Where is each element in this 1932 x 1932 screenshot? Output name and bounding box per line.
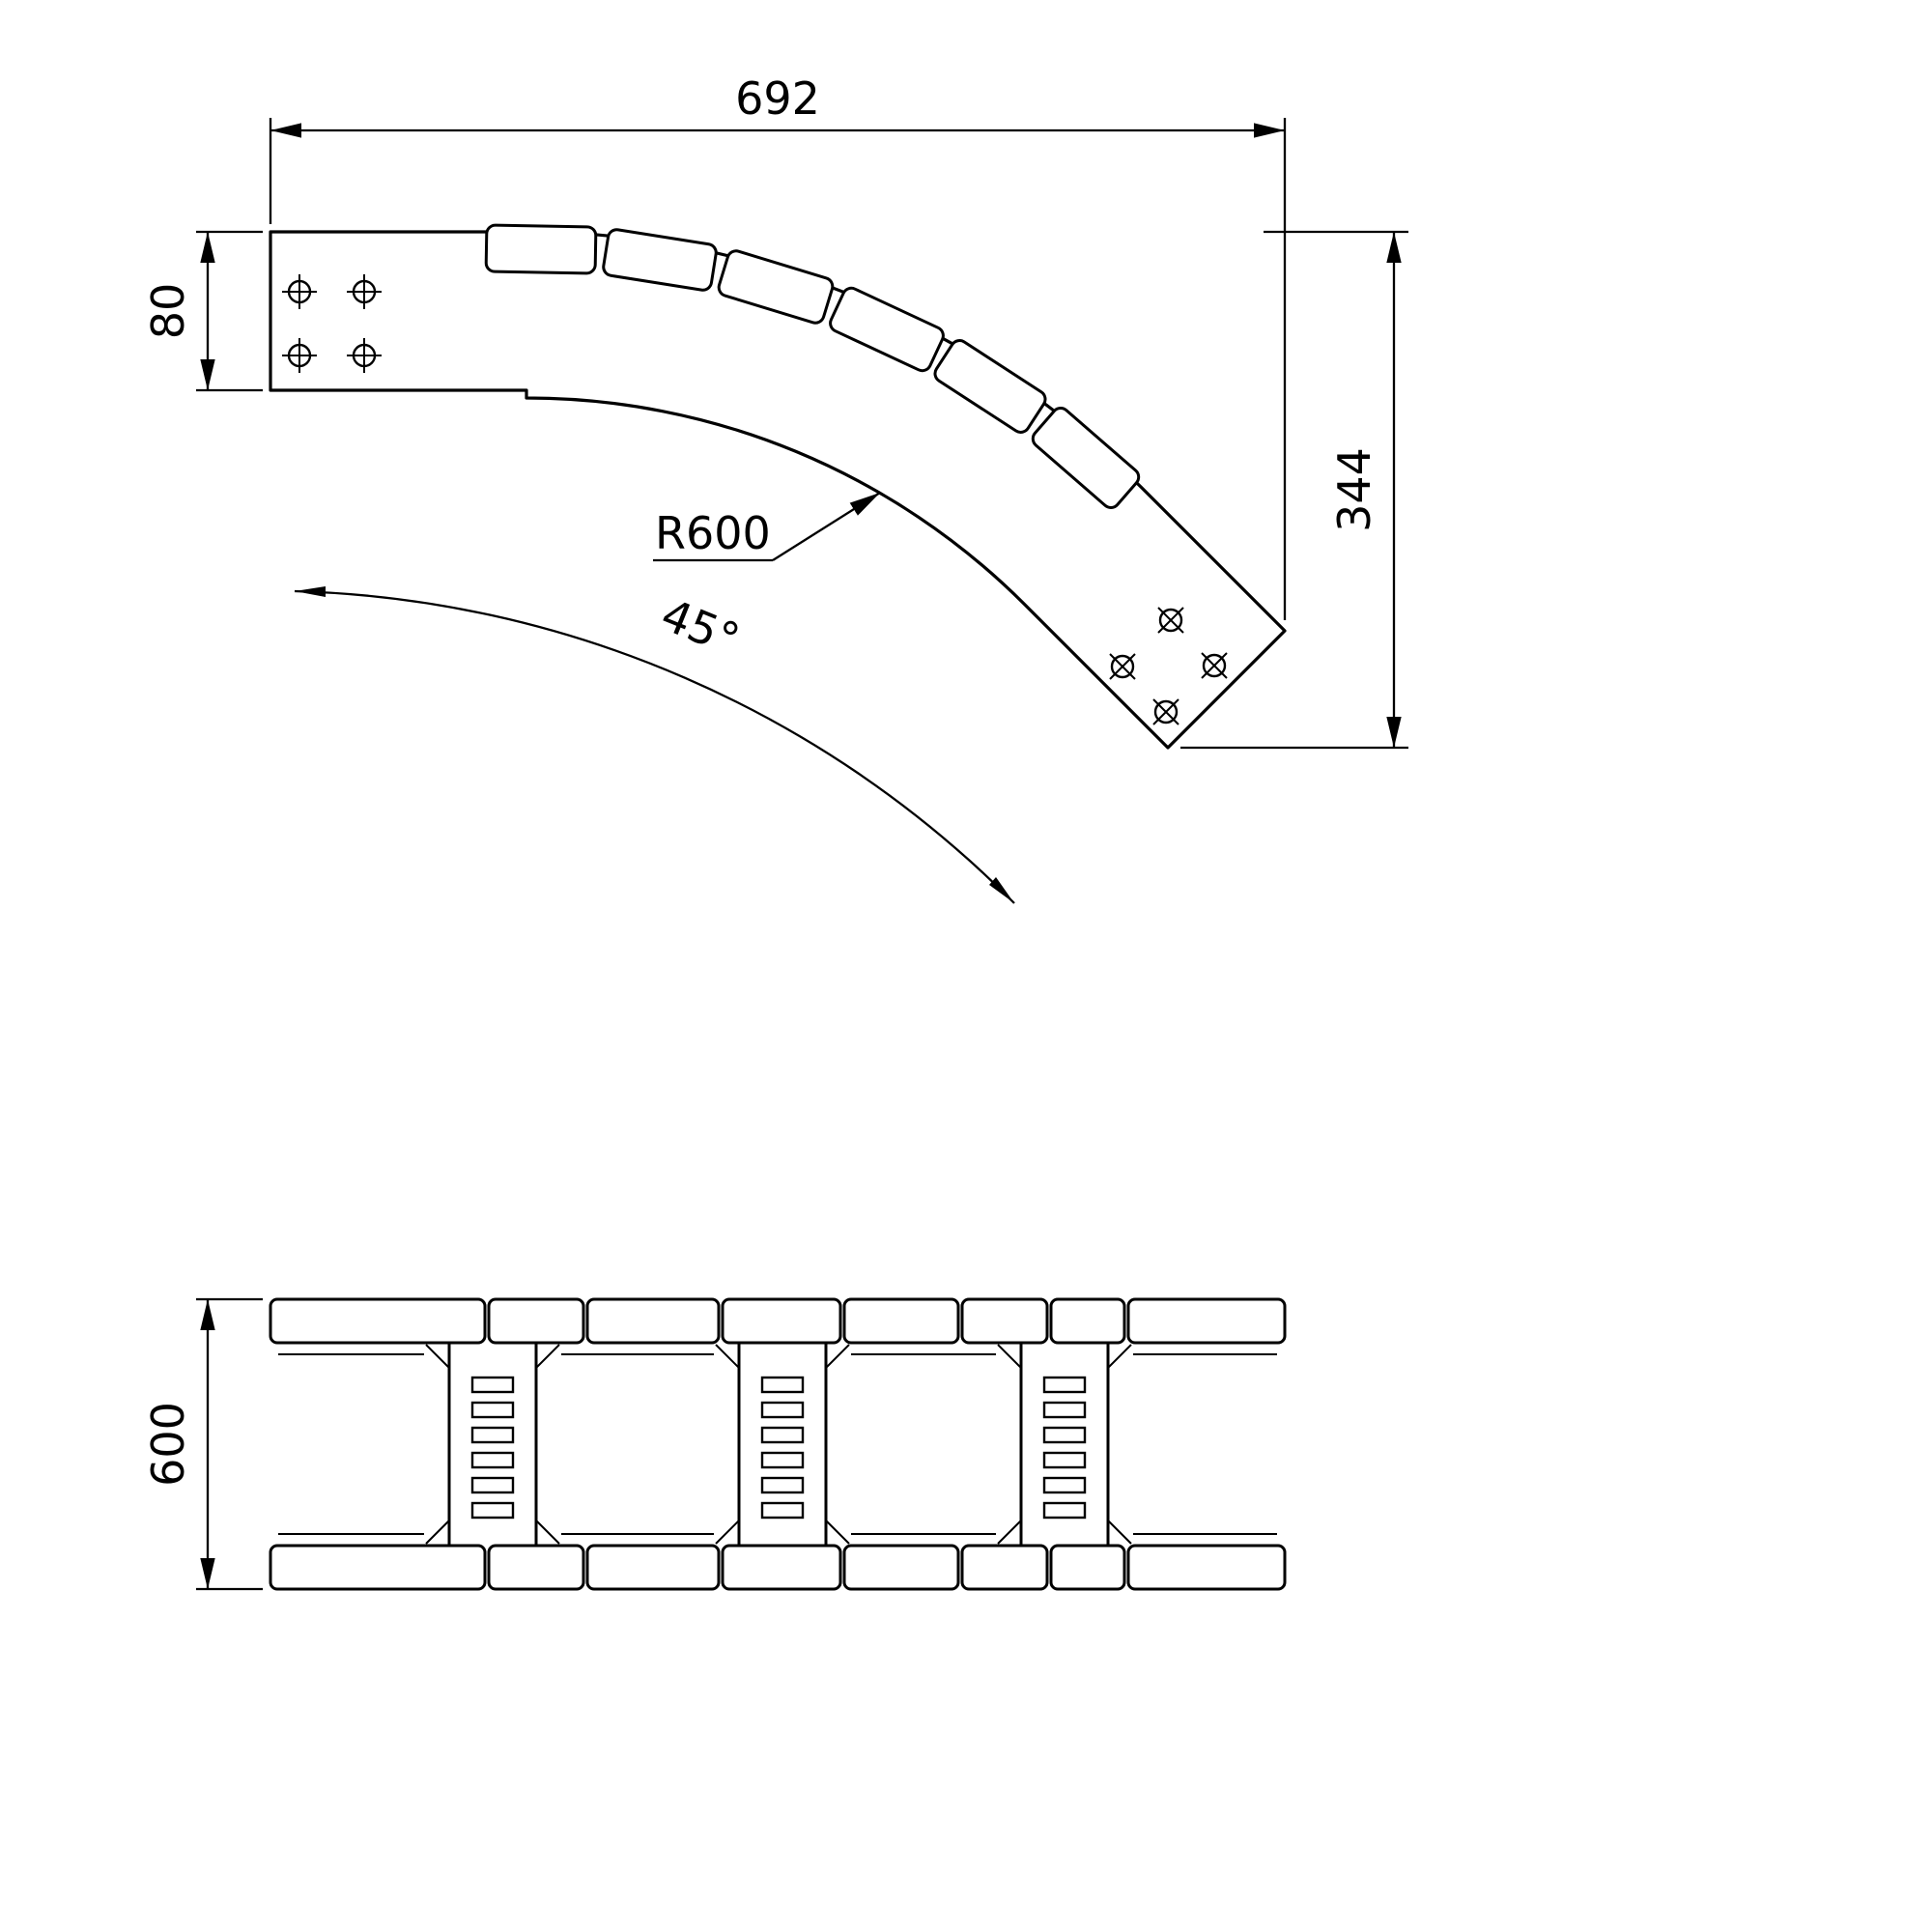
- rung-slot: [470, 1401, 515, 1419]
- rung-slot: [760, 1476, 805, 1494]
- rail-segment: [842, 1297, 960, 1345]
- flange-segment: [933, 339, 1047, 434]
- rung-flare: [535, 1520, 560, 1545]
- dim-label-692: 692: [735, 72, 820, 125]
- flange-segment: [602, 228, 718, 292]
- rung-flare: [1107, 1344, 1132, 1369]
- flange-segment: [484, 223, 598, 275]
- top-view: 692 80 344 R600 45°: [142, 72, 1408, 904]
- dim-label-80: 80: [142, 283, 194, 340]
- rung-slot: [470, 1451, 515, 1469]
- radius-label: R600: [655, 507, 771, 559]
- bolt-hole: [347, 274, 382, 309]
- bottom-rail: [269, 1544, 1287, 1591]
- rung-slot: [760, 1401, 805, 1419]
- angle-dimension-arc: [294, 589, 1015, 904]
- rung-slot: [470, 1426, 515, 1444]
- rail-segment: [960, 1544, 1049, 1591]
- rail-segment: [960, 1297, 1049, 1345]
- rail-segment: [1049, 1544, 1126, 1591]
- bolt-hole: [282, 274, 317, 309]
- rung-flare: [825, 1344, 850, 1369]
- arrowhead: [295, 586, 326, 597]
- dim-label-344: 344: [1328, 447, 1380, 532]
- rung-slot: [760, 1426, 805, 1444]
- rung-slot: [1042, 1426, 1087, 1444]
- bolt-hole: [1152, 698, 1179, 725]
- rail-segment: [842, 1544, 960, 1591]
- rail-segment: [269, 1297, 487, 1345]
- bolt-hole: [347, 338, 382, 373]
- rail-segment: [721, 1544, 842, 1591]
- flange-segment: [717, 249, 835, 325]
- flange-segment: [1031, 407, 1141, 509]
- rung-slot: [760, 1376, 805, 1394]
- dim-label-600: 600: [142, 1402, 194, 1487]
- top-rail: [269, 1297, 1287, 1345]
- rung-slot: [1042, 1376, 1087, 1394]
- rung-slot: [470, 1476, 515, 1494]
- rung-flare: [997, 1520, 1022, 1545]
- dim-end-height-80: 80: [142, 230, 263, 392]
- rung-slot: [1042, 1501, 1087, 1520]
- rung-flare: [425, 1520, 450, 1545]
- bolt-hole: [1157, 607, 1184, 634]
- bolt-hole: [1109, 653, 1136, 680]
- rung-flare: [715, 1520, 740, 1545]
- dim-width-692: 692: [269, 72, 1287, 620]
- bottom-view: 600: [142, 1297, 1287, 1591]
- ladder-rung: [425, 1343, 560, 1546]
- leader-line: [772, 492, 881, 561]
- rail-segment: [487, 1544, 585, 1591]
- rung-slot: [760, 1451, 805, 1469]
- ladder-rung: [997, 1343, 1132, 1546]
- right-plate-holes: [1109, 607, 1228, 725]
- rail-segment: [487, 1297, 585, 1345]
- rung-flare: [535, 1344, 560, 1369]
- rung-slot: [1042, 1451, 1087, 1469]
- rung-flare: [825, 1520, 850, 1545]
- rung-flare: [715, 1344, 740, 1369]
- rail-segment: [269, 1544, 487, 1591]
- dim-width-600: 600: [142, 1297, 263, 1591]
- rail-segment: [585, 1297, 721, 1345]
- radius-leader-r600: R600: [653, 492, 881, 562]
- angle-label: 45°: [654, 588, 747, 667]
- arrowhead: [989, 877, 1014, 903]
- angle-dimension-45: 45°: [294, 586, 1015, 904]
- rung-slot: [1042, 1401, 1087, 1419]
- flange-segment: [829, 286, 945, 373]
- ladder-rung: [715, 1343, 850, 1546]
- rung-flare: [425, 1344, 450, 1369]
- rail-segment: [585, 1544, 721, 1591]
- left-plate-holes: [282, 274, 382, 373]
- rail-segment: [1049, 1297, 1126, 1345]
- rail-segment: [1126, 1544, 1287, 1591]
- rung-slot: [470, 1376, 515, 1394]
- rail-segment: [1126, 1297, 1287, 1345]
- rail-segment: [721, 1297, 842, 1345]
- rung-slot: [760, 1501, 805, 1520]
- rung-slot: [1042, 1476, 1087, 1494]
- flange-segments: [484, 223, 1141, 509]
- bolt-hole: [282, 338, 317, 373]
- bolt-hole: [1201, 652, 1228, 679]
- rail-flange-lines: [278, 1353, 1277, 1535]
- rung-flare: [1107, 1520, 1132, 1545]
- rung-flare: [997, 1344, 1022, 1369]
- rung-slot: [470, 1501, 515, 1520]
- dim-height-344: 344: [1180, 230, 1408, 750]
